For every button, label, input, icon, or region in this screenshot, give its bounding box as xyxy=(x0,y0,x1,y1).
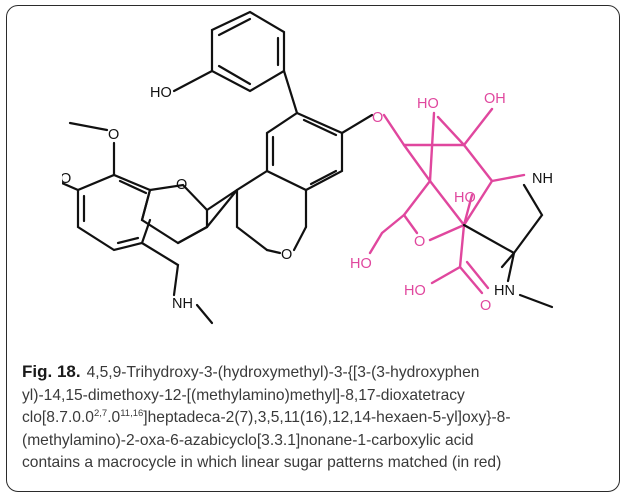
caption-line-4: (methylamino)-2-oxa-6-azabicyclo[3.3.1]n… xyxy=(22,431,474,449)
black-side-chain xyxy=(462,183,554,309)
atom-o-methoxy2: O xyxy=(62,171,71,187)
atom-ho-top: HO xyxy=(150,85,172,101)
chemical-structure-figure: HO O HO OH NH HO O HO HO O HN O O O O NH xyxy=(62,10,554,325)
atom-ho-acid: HO xyxy=(404,283,426,299)
atom-o-pyran: O xyxy=(281,247,292,263)
black-bonds xyxy=(62,10,374,325)
atom-nh-ring: NH xyxy=(532,171,553,187)
atom-o-ring-sugar: O xyxy=(414,234,425,250)
caption-line-5: contains a macrocycle in which linear su… xyxy=(22,454,502,471)
highlighted-bonds xyxy=(368,107,526,295)
atom-o-ether: O xyxy=(372,110,383,126)
atom-nh-side: NH xyxy=(172,296,193,312)
atom-oh-sugar: OH xyxy=(484,91,506,107)
figure-caption: Fig. 18.4,5,9-Trihydroxy-3-(hydroxymethy… xyxy=(22,361,612,475)
atom-o-methoxy1: O xyxy=(108,127,119,143)
caption-line-3: clo[8.7.0.02,7.011,16]heptadeca-2(7),3,5… xyxy=(22,407,511,426)
atom-hn-methyl: HN xyxy=(494,283,515,299)
atom-ho-sugar1: HO xyxy=(417,96,439,112)
atom-ho-ch2: HO xyxy=(350,256,372,272)
caption-line-2: yl)-14,15-dimethoxy-12-[(methylamino)met… xyxy=(22,386,465,404)
atom-o-furan: O xyxy=(176,177,187,193)
atom-o-acid: O xyxy=(480,298,491,314)
atom-ho-inner: HO xyxy=(454,190,476,206)
caption-label: Fig. 18. xyxy=(22,362,81,381)
caption-line-1: Fig. 18.4,5,9-Trihydroxy-3-(hydroxymethy… xyxy=(22,362,480,381)
